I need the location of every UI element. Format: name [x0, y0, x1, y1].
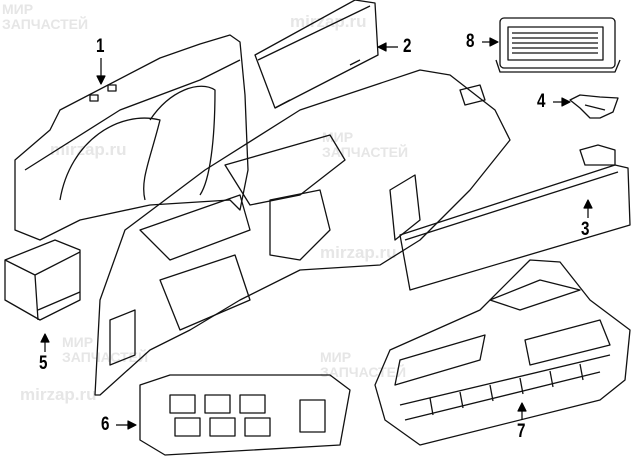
instrument-cluster [14, 34, 249, 241]
callout-1: 1 [96, 36, 105, 57]
callout-3: 3 [581, 219, 590, 240]
climate-control-panel [374, 259, 631, 446]
callout-4: 4 [537, 91, 546, 112]
bracket [569, 94, 619, 119]
dashboard [94, 69, 511, 396]
leader-lines [40, 37, 593, 430]
callout-6: 6 [101, 414, 110, 435]
vent-assembly [495, 17, 621, 73]
dashboard-trim-panel [399, 144, 631, 291]
callout-8: 8 [466, 31, 475, 52]
light-switch-panel [139, 374, 351, 456]
callout-2: 2 [403, 36, 412, 57]
control-unit [4, 239, 81, 321]
callout-7: 7 [517, 421, 526, 442]
callout-5: 5 [39, 353, 48, 374]
central-display [254, 0, 379, 109]
